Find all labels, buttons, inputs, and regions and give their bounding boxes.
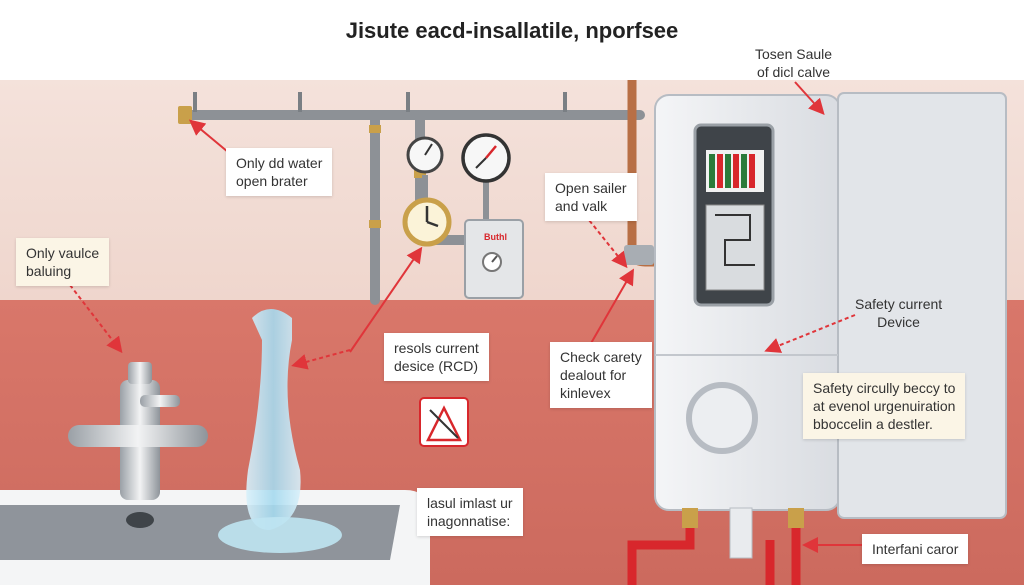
label-safety-device: Safety current Device	[855, 296, 943, 330]
water-stream	[218, 309, 342, 553]
label-install: lasul imlast ur inagonnatise:	[417, 488, 523, 536]
label-safety-circuit: Safety circully beccy to at evenol urgen…	[803, 373, 966, 439]
gauge-icon	[406, 136, 444, 205]
pipe-fittings	[178, 106, 426, 228]
label-open-valve: Open sailer and valk	[545, 173, 637, 221]
dial-icon	[686, 382, 758, 454]
gauge-icon	[461, 133, 511, 222]
page-title: Jisute eacd-insallatile, nporfsee	[345, 18, 679, 43]
title-bar	[0, 0, 1024, 80]
sink-drain	[126, 512, 154, 528]
panel-brand-text: Buthl	[484, 232, 507, 242]
label-rcd: resols current desice (RCD)	[384, 333, 489, 381]
copper-elbow-fitting	[624, 245, 654, 265]
water-heater-unit	[654, 92, 1007, 519]
label-pointers	[69, 81, 862, 553]
label-interface: Interfani caror	[862, 534, 969, 564]
label-cold-water: Only dd water open brater	[226, 148, 333, 196]
label-top-right: Tosen Saule of dicl calve	[755, 46, 833, 80]
tap-icon	[68, 362, 208, 500]
control-panel-box	[464, 219, 524, 299]
sink-basin	[0, 490, 430, 585]
label-check-safety: Check carety dealout for kinlevex	[550, 342, 652, 408]
heater-connectors	[682, 507, 804, 559]
red-pipes	[627, 528, 801, 585]
pipe-brackets	[193, 92, 567, 112]
clock-gauge-icon	[402, 197, 452, 247]
safety-sign-icon	[419, 397, 469, 447]
label-valve-balance: Only vaulce baluing	[16, 238, 110, 286]
heater-fuses	[709, 154, 755, 188]
heater-circuit-panel	[705, 204, 765, 291]
